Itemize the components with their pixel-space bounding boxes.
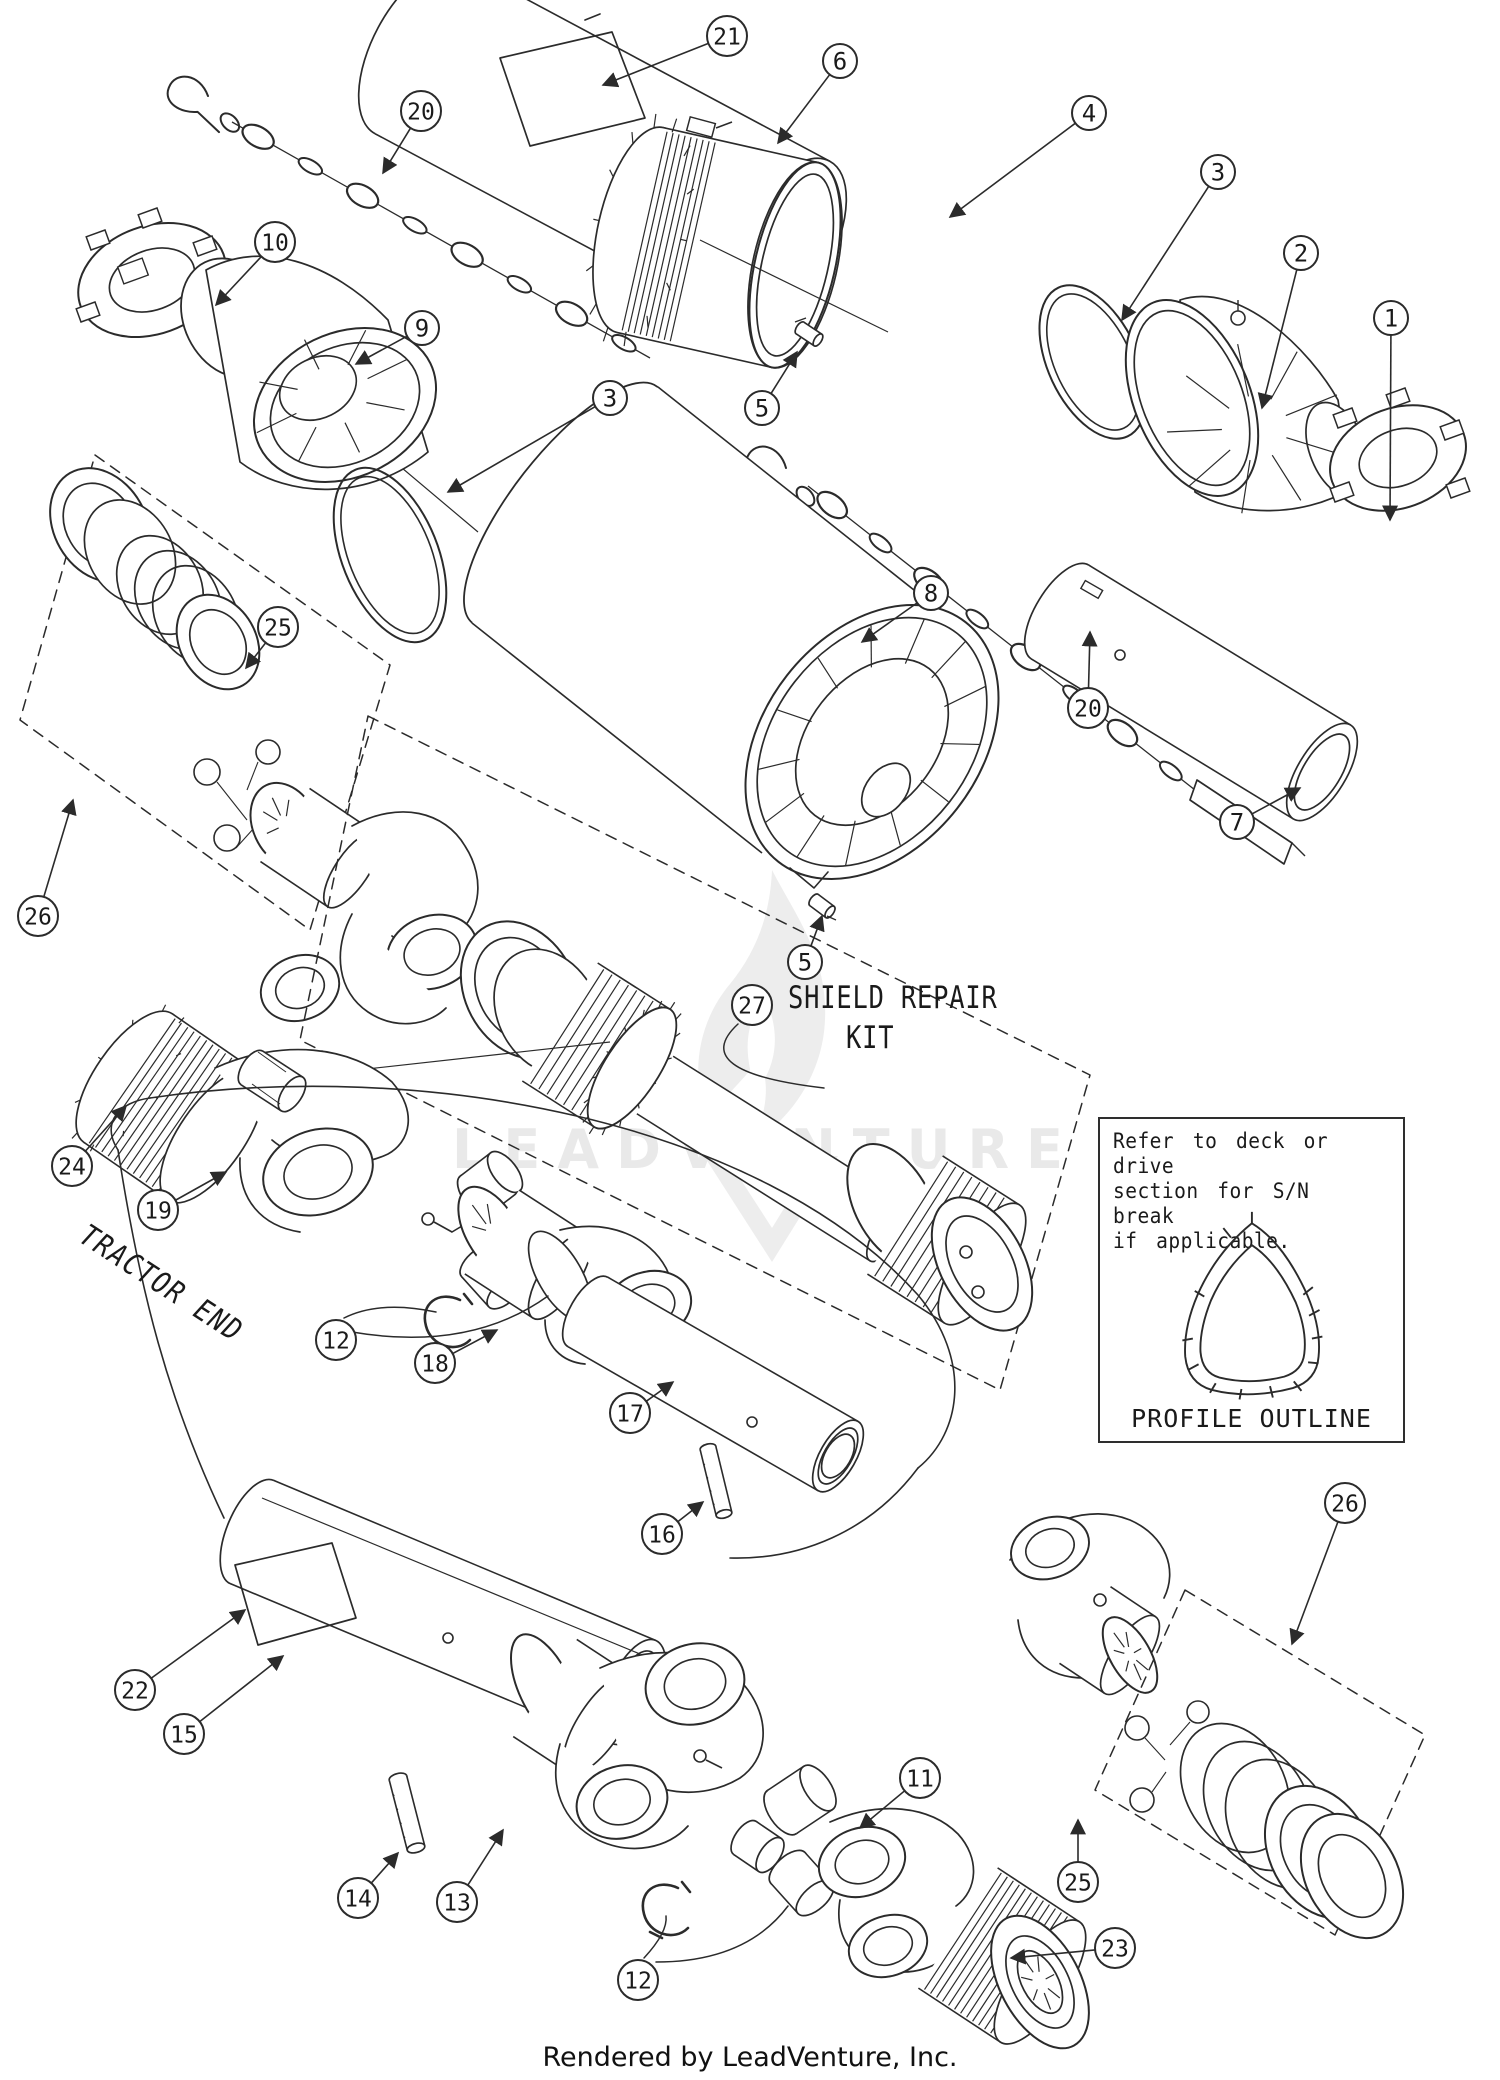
- svg-text:27: 27: [738, 994, 766, 1020]
- callout-3: 3: [1121, 154, 1236, 322]
- callout-26: 26: [17, 798, 77, 937]
- callout-9: 9: [354, 310, 440, 365]
- callout-7: 7: [1219, 787, 1302, 840]
- callout-2: 2: [1257, 235, 1319, 410]
- note-line-2: section for S/N break: [1113, 1179, 1310, 1228]
- svg-text:7: 7: [1230, 809, 1244, 837]
- svg-text:5: 5: [798, 949, 812, 977]
- callout-17: 17: [609, 1381, 675, 1434]
- svg-text:9: 9: [415, 315, 429, 343]
- svg-text:22: 22: [121, 1679, 149, 1705]
- callout-5: 5: [744, 350, 798, 426]
- callout-12: 12: [617, 1905, 789, 2001]
- callout-25: 25: [245, 606, 299, 670]
- callout-11: 11: [858, 1757, 941, 1830]
- callout-25: 25: [1057, 1818, 1099, 1903]
- svg-text:13: 13: [443, 1891, 471, 1917]
- callout-22: 22: [114, 1609, 247, 1711]
- svg-text:14: 14: [344, 1887, 372, 1913]
- svg-text:23: 23: [1101, 1937, 1129, 1963]
- shield-repair-kit-label-line2: KIT: [846, 1020, 895, 1056]
- callout-23: 23: [1009, 1927, 1136, 1969]
- svg-text:3: 3: [1211, 159, 1225, 187]
- svg-text:18: 18: [421, 1352, 449, 1378]
- callout-20: 20: [1067, 630, 1109, 729]
- callout-27: 27: [723, 984, 825, 1089]
- svg-text:4: 4: [1082, 100, 1096, 128]
- callout-1: 1: [1373, 300, 1409, 522]
- svg-text:16: 16: [648, 1523, 676, 1549]
- callout-10: 10: [214, 221, 296, 307]
- svg-text:19: 19: [144, 1199, 172, 1225]
- note-text: Refer to deck or drive section for S/N b…: [1113, 1129, 1383, 1254]
- svg-text:25: 25: [1064, 1871, 1092, 1897]
- callout-6: 6: [777, 43, 858, 145]
- callout-18: 18: [414, 1329, 499, 1384]
- profile-outline-note-box: Refer to deck or drive section for S/N b…: [1098, 1117, 1405, 1443]
- callout-12: 12: [315, 1295, 549, 1361]
- rendered-by-credit: Rendered by LeadVenture, Inc.: [542, 2042, 958, 2073]
- svg-text:20: 20: [407, 100, 435, 126]
- svg-text:3: 3: [603, 385, 617, 413]
- svg-text:12: 12: [624, 1969, 652, 1995]
- callout-20: 20: [382, 90, 442, 175]
- svg-text:12: 12: [322, 1329, 350, 1355]
- callout-26: 26: [1289, 1482, 1366, 1646]
- callout-16: 16: [641, 1501, 705, 1555]
- svg-text:20: 20: [1074, 697, 1102, 723]
- callout-24: 24: [51, 1104, 128, 1187]
- svg-text:17: 17: [616, 1402, 644, 1428]
- callout-13: 13: [436, 1828, 504, 1923]
- note-line-3: if applicable.: [1113, 1229, 1291, 1253]
- svg-text:5: 5: [755, 395, 769, 423]
- callout-19: 19: [137, 1171, 228, 1231]
- svg-text:26: 26: [24, 905, 52, 931]
- svg-text:6: 6: [833, 48, 847, 76]
- svg-text:10: 10: [261, 231, 289, 257]
- callout-21: 21: [601, 15, 748, 88]
- svg-text:11: 11: [906, 1767, 934, 1793]
- svg-text:8: 8: [924, 580, 938, 608]
- callout-5: 5: [787, 914, 825, 980]
- callout-3: 3: [446, 380, 628, 493]
- callout-8: 8: [860, 575, 949, 643]
- svg-text:21: 21: [713, 25, 741, 51]
- callout-4: 4: [948, 95, 1107, 218]
- svg-text:1: 1: [1384, 305, 1398, 333]
- svg-text:25: 25: [264, 616, 292, 642]
- callout-15: 15: [163, 1655, 285, 1755]
- svg-text:26: 26: [1331, 1492, 1359, 1518]
- svg-text:2: 2: [1294, 240, 1308, 268]
- note-line-1: Refer to deck or drive: [1113, 1129, 1329, 1178]
- shield-repair-kit-label-line1: SHIELD REPAIR: [788, 980, 998, 1016]
- svg-text:24: 24: [58, 1155, 86, 1181]
- callout-14: 14: [337, 1851, 400, 1919]
- profile-outline-caption: PROFILE OUTLINE: [1131, 1404, 1372, 1433]
- profile-outline-shape: [1182, 1211, 1323, 1400]
- svg-text:15: 15: [170, 1723, 198, 1749]
